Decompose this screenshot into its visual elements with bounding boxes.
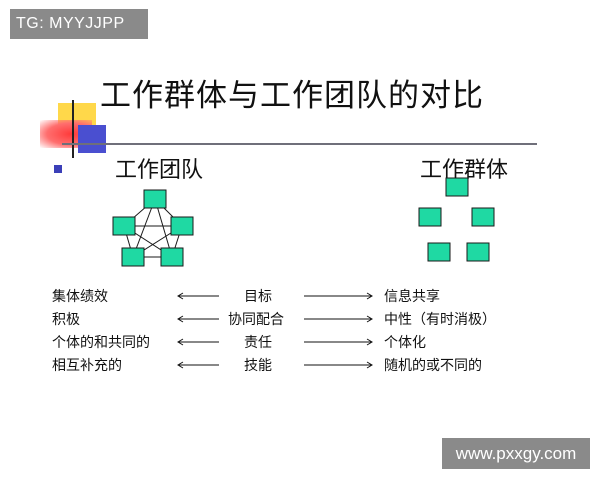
group-trait: 随机的或不同的 xyxy=(384,358,482,374)
criterion-label: 责任 xyxy=(244,335,272,351)
left-arrow-icon xyxy=(177,361,219,369)
right-arrow-icon xyxy=(304,292,373,300)
group-trait: 中性（有时消极） xyxy=(384,312,496,328)
tg-badge: TG: MYYJJPP xyxy=(10,9,148,39)
group-trait: 个体化 xyxy=(384,335,426,351)
slide-title: 工作群体与工作团队的对比 xyxy=(100,78,484,114)
decor-vertical-line xyxy=(72,100,74,158)
right-arrow-icon xyxy=(304,338,373,346)
team-trait: 相互补充的 xyxy=(52,358,122,374)
decor-blue-square xyxy=(78,125,106,153)
group-node xyxy=(427,242,451,262)
team-trait: 个体的和共同的 xyxy=(52,335,150,351)
title-divider xyxy=(62,143,537,145)
team-node xyxy=(170,216,194,236)
group-trait: 信息共享 xyxy=(384,289,440,305)
group-node xyxy=(418,207,442,227)
right-arrow-icon xyxy=(304,315,373,323)
left-arrow-icon xyxy=(177,315,219,323)
bullet-square-icon xyxy=(54,165,62,173)
right-arrow-icon xyxy=(304,361,373,369)
team-edge xyxy=(154,198,173,258)
team-node xyxy=(112,216,136,236)
site-watermark: www.pxxgy.com xyxy=(442,438,590,469)
team-node xyxy=(160,247,184,267)
group-node xyxy=(466,242,490,262)
criterion-label: 目标 xyxy=(244,289,272,305)
team-node xyxy=(121,247,145,267)
team-heading: 工作团队 xyxy=(115,158,204,183)
group-node xyxy=(445,177,469,197)
team-trait: 集体绩效 xyxy=(52,289,108,305)
criterion-label: 协同配合 xyxy=(228,312,284,328)
team-node xyxy=(143,189,167,209)
group-node xyxy=(471,207,495,227)
left-arrow-icon xyxy=(177,338,219,346)
team-trait: 积极 xyxy=(52,312,80,328)
team-edge xyxy=(132,198,156,258)
left-arrow-icon xyxy=(177,292,219,300)
criterion-label: 技能 xyxy=(244,358,272,374)
